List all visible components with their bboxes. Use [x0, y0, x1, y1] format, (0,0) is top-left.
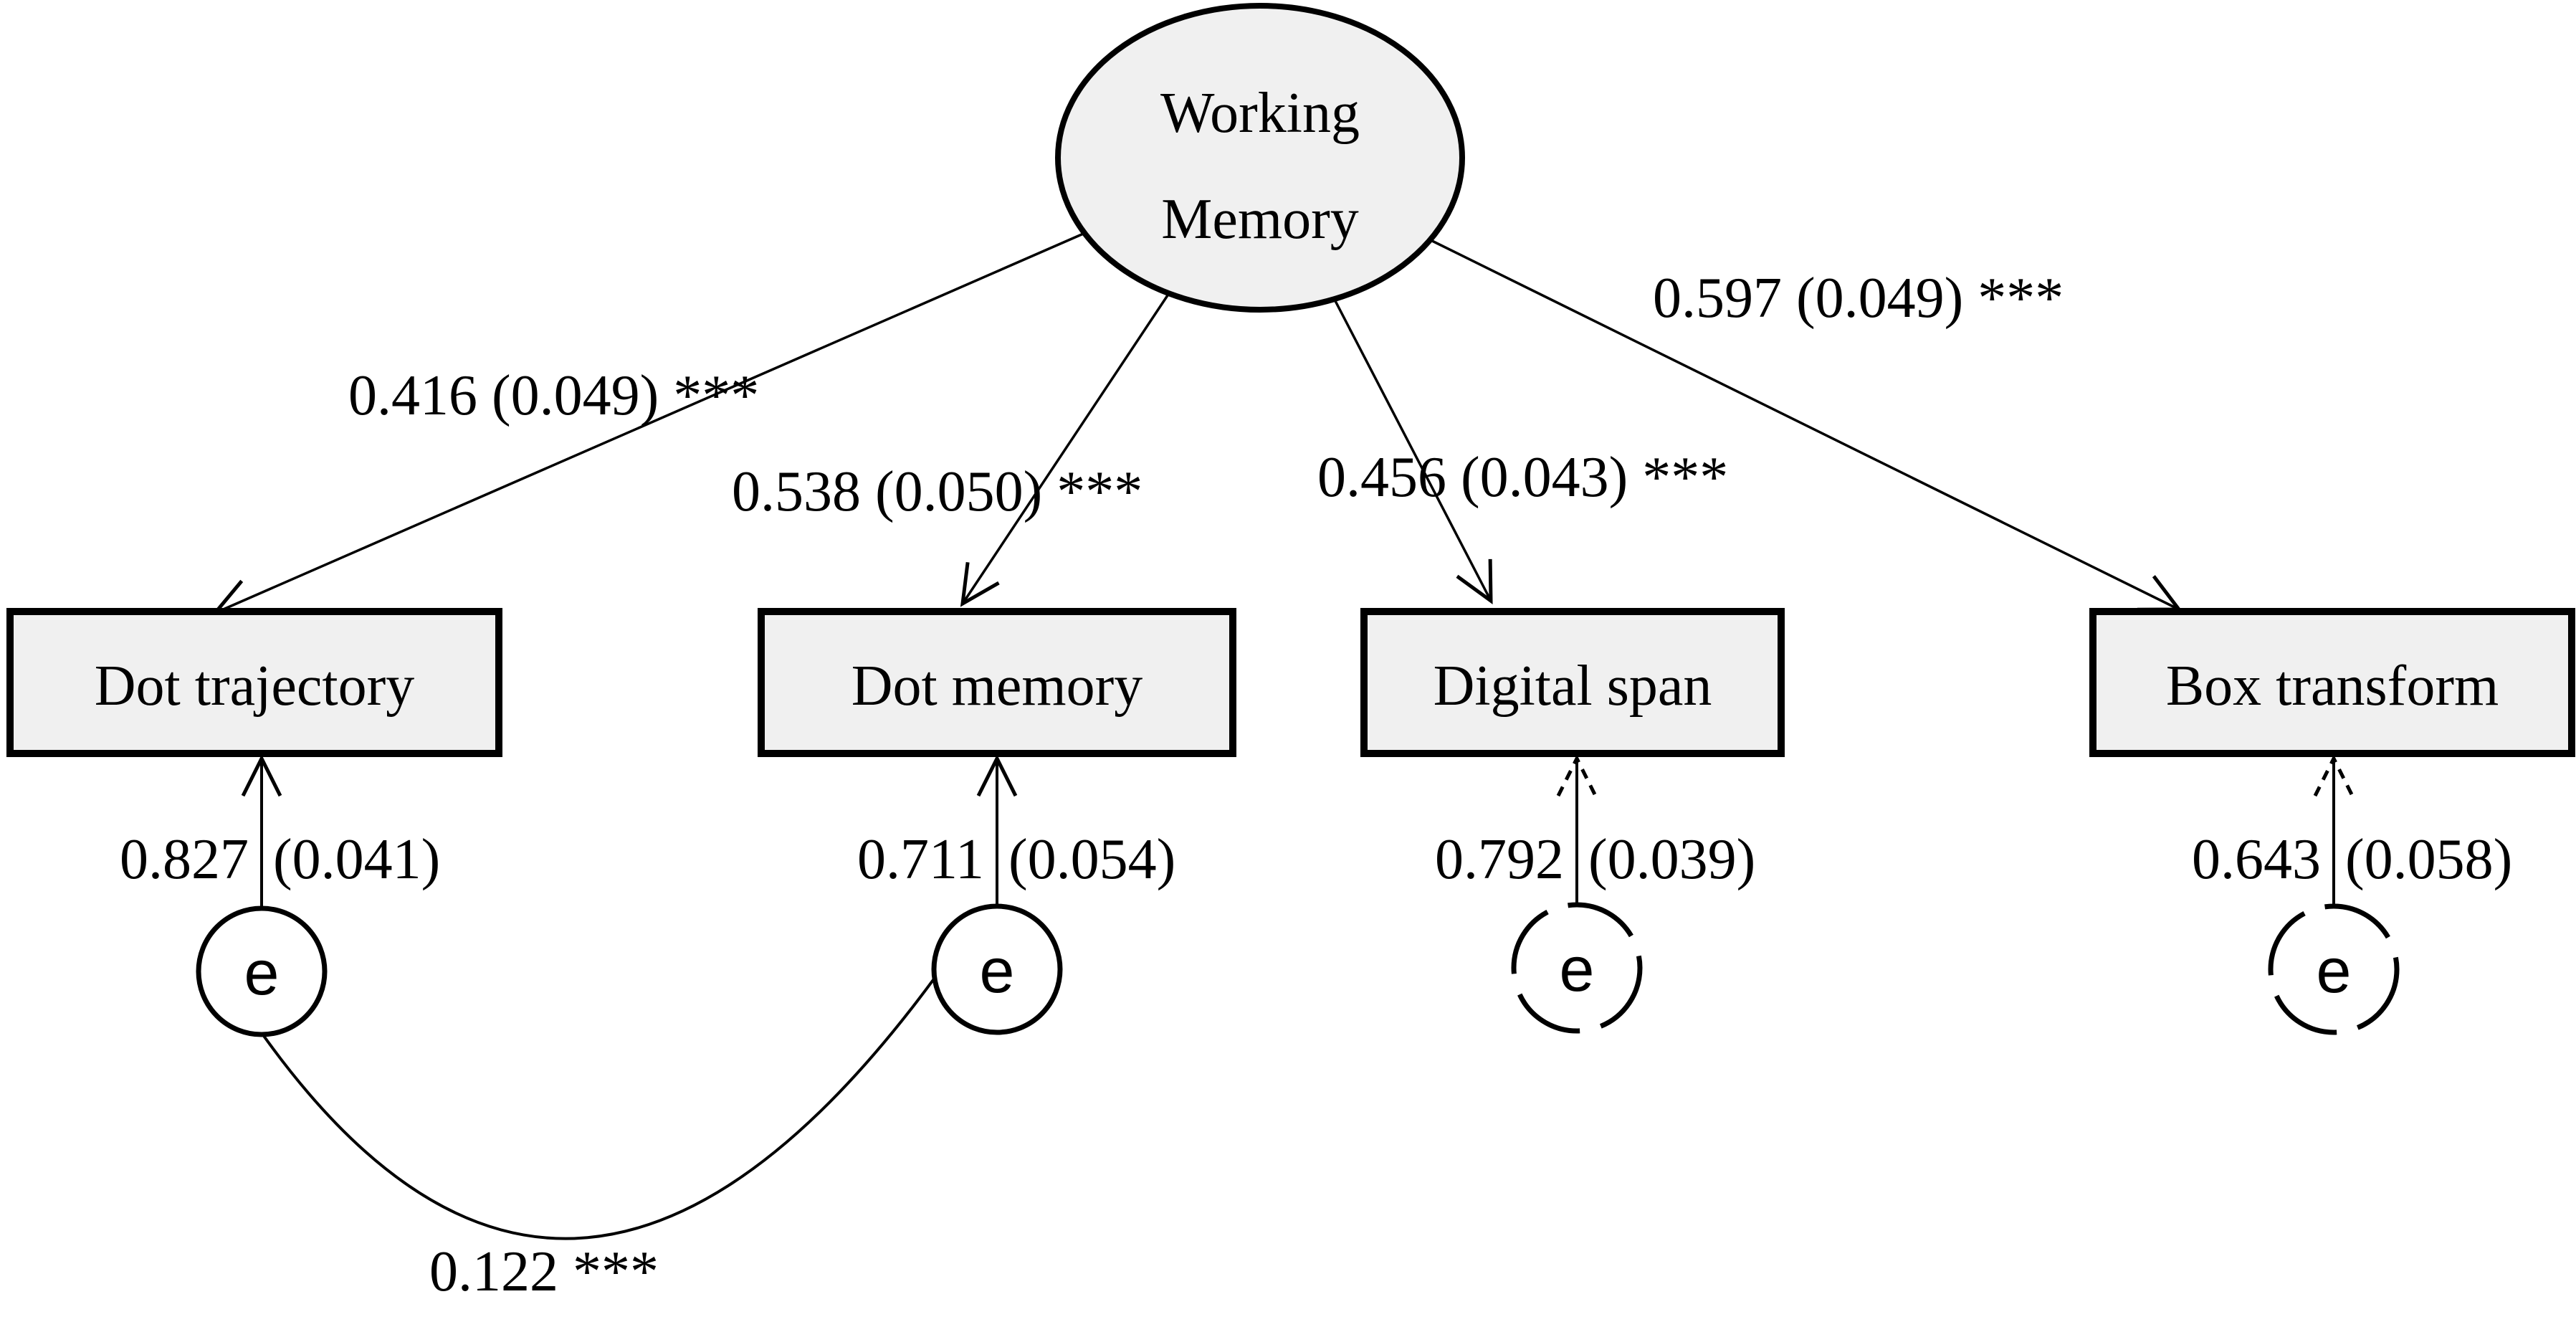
loading-label-box-transform: 0.597 (0.049) ***	[1653, 267, 2064, 330]
error-circle	[1511, 902, 1643, 1034]
loading-paths: 0.416 (0.049) *** 0.538 (0.050) *** 0.45…	[211, 231, 2183, 617]
covariance-curve	[262, 974, 938, 1240]
loading-arrow-dot-trajectory	[211, 231, 1087, 617]
observed-node-dot-memory: Dot memory	[758, 608, 1236, 757]
latent-ellipse	[1055, 3, 1465, 313]
error-node-dot-memory: 0.711 (0.054) e	[857, 754, 1175, 1035]
error-se-label: (0.039)	[1588, 828, 1755, 891]
error-value-label: 0.792	[1435, 828, 1564, 891]
loading-label-dot-trajectory: 0.416 (0.049) ***	[348, 364, 759, 427]
error-symbol: e	[244, 937, 280, 1008]
error-circle	[2268, 903, 2400, 1035]
error-value-label: 0.711	[857, 828, 984, 891]
observed-label: Box transform	[2166, 655, 2499, 718]
error-se-label: (0.054)	[1008, 828, 1175, 891]
covariance-label: 0.122 ***	[429, 1240, 659, 1303]
loading-label-dot-memory: 0.538 (0.050) ***	[732, 460, 1142, 523]
loading-arrow-digital-span	[1332, 296, 1493, 604]
observed-box	[758, 608, 1236, 757]
observed-box	[6, 608, 502, 757]
error-node-dot-trajectory: 0.827 (0.041) e	[120, 754, 440, 1037]
error-covariance: 0.122 ***	[262, 974, 938, 1303]
error-symbol: e	[980, 935, 1015, 1006]
error-circle	[196, 905, 328, 1037]
observed-label: Digital span	[1434, 655, 1712, 718]
error-circle	[931, 903, 1063, 1035]
error-symbol: e	[1560, 933, 1595, 1004]
latent-label-line1: Working	[1160, 82, 1360, 145]
observed-node-dot-trajectory: Dot trajectory	[6, 608, 502, 757]
loading-arrow-dot-memory	[960, 290, 1172, 607]
latent-node-working-memory: Working Memory	[1055, 3, 1465, 313]
error-se-label: (0.041)	[273, 828, 440, 891]
observed-node-box-transform: Box transform	[2089, 608, 2575, 757]
error-node-digital-span: 0.792 (0.039) e	[1435, 759, 1755, 1034]
loading-arrow-box-transform	[1427, 237, 2183, 612]
observed-node-digital-span: Digital span	[1360, 608, 1785, 757]
error-symbol: e	[2317, 935, 2352, 1006]
latent-label-line2: Memory	[1161, 188, 1359, 251]
observed-label: Dot memory	[851, 655, 1143, 718]
error-se-label: (0.058)	[2345, 828, 2512, 891]
loading-label-digital-span: 0.456 (0.043) ***	[1317, 446, 1728, 509]
error-node-box-transform: 0.643 (0.058) e	[2192, 759, 2512, 1035]
error-value-label: 0.643	[2192, 828, 2321, 891]
error-value-label: 0.827	[120, 828, 249, 891]
observed-label: Dot trajectory	[95, 655, 414, 718]
